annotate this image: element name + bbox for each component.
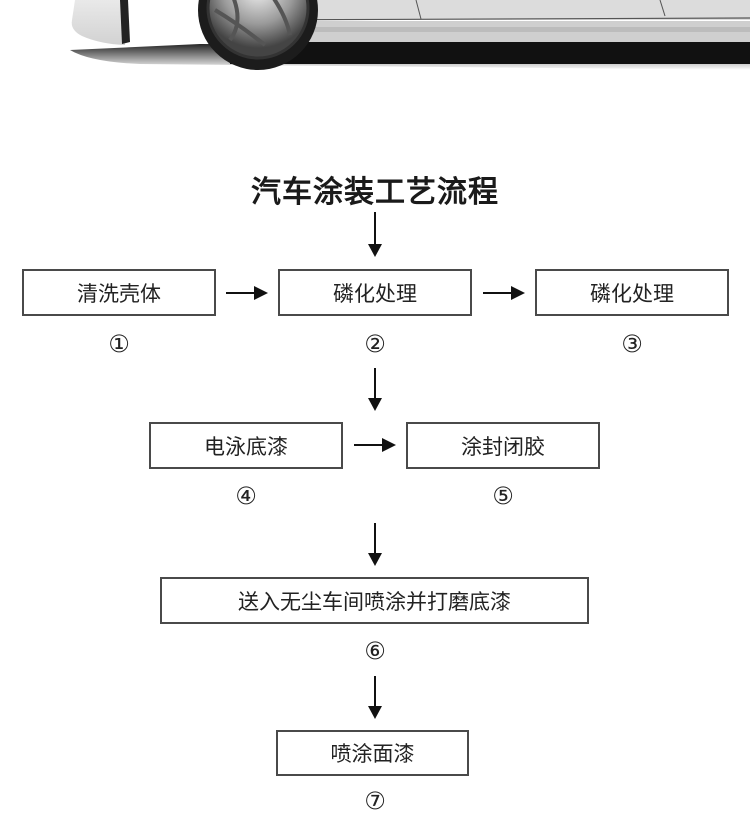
arrow-right-4-5: [354, 438, 396, 452]
step-box-2: 磷化处理: [278, 269, 472, 316]
diagram-title: 汽车涂装工艺流程: [251, 175, 499, 210]
car-bumper: [71, 0, 125, 45]
step-box-5: 涂封闭胶: [406, 422, 600, 469]
step-box-1: 清洗壳体: [22, 269, 216, 316]
arrow-down-title: [368, 212, 382, 257]
step-label-7: 喷涂面漆: [330, 742, 415, 766]
step-number-3: ③: [621, 330, 643, 358]
step-label-6: 送入无尘车间喷涂并打磨底漆: [238, 589, 511, 614]
step-box-4: 电泳底漆: [149, 422, 343, 469]
car-door: [230, 0, 750, 20]
step-label-4: 电泳底漆: [204, 434, 288, 459]
arrow-down-5-6: [368, 523, 382, 566]
arrow-right-1-2: [226, 286, 268, 300]
step-label-5: 涂封闭胶: [461, 434, 545, 459]
step-number-2: ②: [364, 330, 386, 358]
step-number-6: ⑥: [364, 637, 386, 665]
step-number-1: ①: [108, 330, 130, 358]
step-number-7: ⑦: [364, 787, 386, 815]
arrow-down-6-7: [368, 676, 382, 719]
step-number-5: ⑤: [492, 482, 514, 510]
car-image: [70, 0, 750, 70]
step-label-1: 清洗壳体: [77, 281, 161, 306]
step-label-3: 磷化处理: [590, 281, 674, 306]
step-box-6: 送入无尘车间喷涂并打磨底漆: [160, 577, 589, 624]
step-number-4: ④: [235, 482, 257, 510]
step-box-7: 喷涂面漆: [276, 730, 469, 776]
arrow-right-2-3: [483, 286, 525, 300]
arrow-down-2-4: [368, 368, 382, 411]
step-label-2: 磷化处理: [333, 281, 417, 306]
step-box-3: 磷化处理: [535, 269, 729, 316]
